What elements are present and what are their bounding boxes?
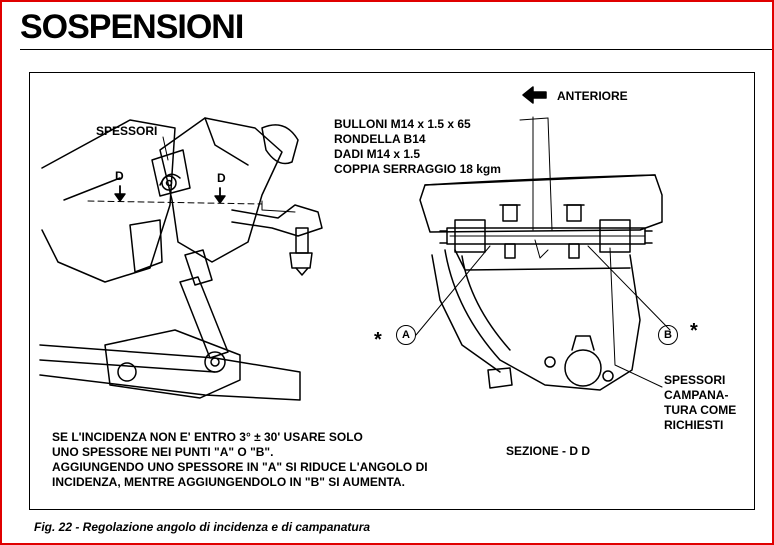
section-dd-illustration (415, 116, 671, 391)
point-b-marker: B (658, 325, 678, 345)
spec-nuts: DADI M14 x 1.5 (334, 147, 421, 161)
figure-box (29, 72, 755, 510)
left-suspension-illustration (39, 117, 323, 401)
section-marker-left: D (115, 169, 124, 183)
figure-caption: Fig. 22 - Regolazione angolo di incidenz… (34, 520, 371, 534)
direction-arrow-icon (522, 86, 547, 104)
point-a-marker: A (396, 325, 416, 345)
camber-shims-line2: CAMPANA- (664, 388, 729, 402)
asterisk-left: * (374, 329, 382, 351)
spec-bolts: BULLONI M14 x 1.5 x 65 (334, 117, 471, 131)
note-line-3: AGGIUNGENDO UNO SPESSORE IN "A" SI RIDUC… (52, 460, 428, 474)
shims-label: SPESSORI (96, 124, 158, 138)
section-marker-right: D (217, 171, 226, 185)
note-line-1: SE L'INCIDENZA NON E' ENTRO 3° ± 30' USA… (52, 430, 363, 444)
title-rule (20, 49, 772, 50)
section-label: SEZIONE - D D (506, 444, 591, 458)
note-line-4: INCIDENZA, MENTRE AGGIUNGENDOLO IN "B" S… (52, 475, 405, 489)
direction-label: ANTERIORE (557, 89, 628, 103)
camber-shims-line3: TURA COME (664, 403, 737, 417)
spec-torque: COPPIA SERRAGGIO 18 kgm (334, 162, 501, 176)
camber-shims-line4: RICHIESTI (664, 418, 724, 432)
asterisk-right: * (690, 320, 698, 342)
page-title: SOSPENSIONI (20, 8, 244, 46)
spec-washer: RONDELLA B14 (334, 132, 426, 146)
camber-shims-line1: SPESSORI (664, 373, 726, 387)
note-line-2: UNO SPESSORE NEI PUNTI "A" O "B". (52, 445, 274, 459)
